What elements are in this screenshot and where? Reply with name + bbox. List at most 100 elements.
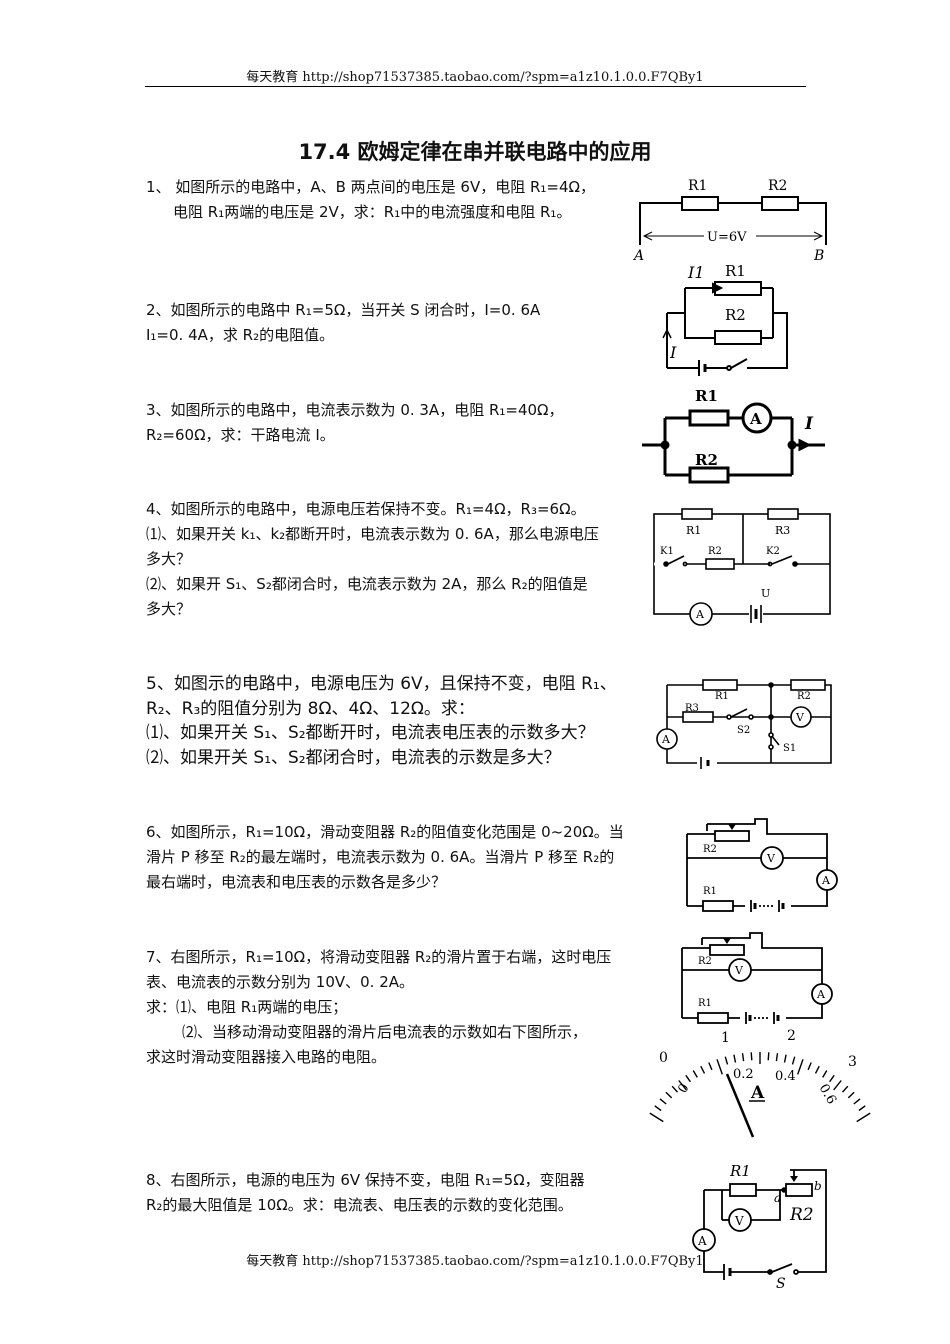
dial-tick: [775, 1053, 779, 1062]
svg-text:I1: I1: [687, 263, 705, 282]
svg-text:0: 0: [675, 1081, 692, 1096]
circuit-diagram-6: R2 V A R1: [686, 818, 838, 912]
dial-tick: [767, 1052, 770, 1061]
svg-text:A: A: [695, 608, 705, 621]
svg-text:R2: R2: [797, 691, 811, 702]
dial-tick: [649, 1112, 664, 1123]
svg-text:U: U: [761, 587, 770, 600]
page-header: 每天教育 http://shop71537385.taobao.com/?spm…: [246, 70, 704, 85]
question-2: 2、如图所示的电路中 R₁=5Ω，当开关 S 闭合时，I=0. 6A I₁=0.…: [146, 301, 541, 344]
svg-text:3: 3: [848, 1054, 857, 1070]
dial-tick: [814, 1065, 820, 1074]
ammeter-dial: 1 2 0 3 0 0.2 0.4 0.6 A: [649, 1028, 871, 1138]
svg-text:R1: R1: [703, 886, 717, 897]
svg-text:R1: R1: [695, 387, 718, 405]
svg-text:S2: S2: [737, 725, 750, 736]
svg-text:U=6V: U=6V: [707, 230, 747, 245]
svg-text:V: V: [734, 1214, 744, 1228]
dial-tick: [659, 1098, 667, 1105]
circuit-diagram-1: R1 R2 U=6V A B: [632, 178, 827, 264]
circuit-diagram-7: R2 V A R1: [681, 932, 833, 1024]
svg-text:0.2: 0.2: [733, 1067, 754, 1082]
question-6: 6、如图所示，R₁=10Ω，滑动变阻器 R₂的阻值变化范围是 0~20Ω。当 滑…: [146, 823, 624, 891]
svg-text:I: I: [669, 343, 677, 362]
dial-tick: [829, 1074, 835, 1083]
question-4: 4、如图所示的电路中，电源电压若保持不变。R₁=4Ω，R₃=6Ω。 ⑴、如果开关…: [146, 500, 599, 618]
svg-text:K1: K1: [660, 546, 674, 557]
circuit-diagram-5: R1 R2 R3 S2 V S1 A: [656, 679, 832, 769]
dial-tick: [665, 1091, 673, 1099]
dial-ticks: [649, 1052, 871, 1123]
svg-text:0.4: 0.4: [775, 1069, 796, 1084]
svg-text:R2: R2: [725, 306, 746, 324]
svg-text:A: A: [697, 1234, 707, 1248]
dial-tick: [671, 1085, 679, 1093]
question-1: 1、 如图所示的电路中，A、B 两点间的电压是 6V，电阻 R₁=4Ω， 电阻 …: [146, 178, 595, 221]
dial-tick: [833, 1080, 842, 1091]
dial-tick: [750, 1052, 753, 1061]
question-8: 8、右图所示，电源的电压为 6V 保持不变，电阻 R₁=5Ω，变阻器 R₂的最大…: [146, 1171, 585, 1214]
svg-text:B: B: [813, 248, 824, 264]
svg-text:0: 0: [659, 1050, 668, 1066]
svg-text:A: A: [816, 988, 826, 1001]
svg-text:A: A: [750, 1083, 765, 1103]
svg-text:R3: R3: [685, 703, 699, 714]
dial-tick: [858, 1105, 866, 1112]
svg-text:R1: R1: [698, 998, 712, 1009]
dial-tick: [685, 1074, 691, 1083]
circuit-diagram-4: R1 R3 K1 K2 R2 A U: [653, 508, 831, 626]
question-3: 3、如图所示的电路中，电流表示数为 0. 3A，电阻 R₁=40Ω， R₂=60…: [146, 401, 564, 444]
svg-text:R2: R2: [768, 178, 787, 194]
svg-text:R1: R1: [688, 178, 707, 194]
dial-tick: [841, 1085, 849, 1093]
svg-text:R1: R1: [686, 524, 701, 537]
dial-tick: [716, 1059, 723, 1075]
dial-tick: [853, 1098, 861, 1105]
dial-tick: [797, 1059, 804, 1075]
svg-text:V: V: [766, 852, 776, 865]
dial-tick: [741, 1053, 745, 1062]
svg-text:R1: R1: [729, 1162, 751, 1180]
page-footer: 每天教育 http://shop71537385.taobao.com/?spm…: [246, 1254, 704, 1269]
svg-text:R1: R1: [715, 691, 729, 702]
header-rule: [145, 86, 806, 87]
svg-text:a: a: [774, 1191, 781, 1205]
dial-tick: [822, 1070, 828, 1078]
circuit-diagram-8: R1 a b R2 V A S: [692, 1162, 827, 1292]
svg-text:R2: R2: [789, 1205, 814, 1225]
svg-text:2: 2: [787, 1028, 796, 1044]
svg-text:A: A: [821, 874, 831, 887]
dial-tick: [708, 1062, 713, 1071]
dial-tick: [733, 1054, 737, 1063]
svg-text:A: A: [661, 733, 671, 746]
dial-tick: [692, 1070, 698, 1078]
svg-text:V: V: [734, 964, 744, 977]
dial-tick: [791, 1056, 796, 1065]
dial-tick: [724, 1056, 729, 1065]
dial-tick: [783, 1054, 787, 1063]
svg-text:R2: R2: [695, 451, 718, 469]
dial-tick: [807, 1062, 812, 1071]
svg-text:V: V: [795, 711, 805, 724]
svg-text:S: S: [776, 1276, 786, 1292]
question-5: 5、如图示的电路中，电源电压为 6V，且保持不变，电阻 R₁、 R₂、R₃的阻值…: [146, 674, 617, 768]
svg-text:A: A: [749, 410, 762, 428]
svg-text:R1: R1: [725, 262, 746, 280]
question-7: 7、右图所示，R₁=10Ω，将滑动变阻器 R₂的滑片置于右端，这时电压 表、电流…: [146, 948, 612, 1066]
circuit-diagram-2: I1 R1 R2 I: [662, 262, 788, 376]
svg-text:R2: R2: [703, 844, 717, 855]
circuit-diagram-3: R1 A R2 I: [642, 387, 825, 484]
svg-text:A: A: [632, 248, 644, 264]
svg-text:I: I: [804, 414, 814, 434]
svg-text:1: 1: [721, 1030, 730, 1046]
dial-tick: [847, 1091, 855, 1099]
dial-tick: [654, 1105, 662, 1112]
svg-text:R2: R2: [708, 546, 722, 557]
dial-tick: [856, 1112, 871, 1123]
dial-tick: [700, 1065, 706, 1074]
svg-text:0.6: 0.6: [816, 1082, 839, 1107]
svg-text:R3: R3: [775, 524, 790, 537]
page-title: 17.4 欧姆定律在串并联电路中的应用: [298, 140, 652, 164]
svg-text:S1: S1: [783, 743, 796, 754]
svg-text:b: b: [814, 1179, 822, 1193]
